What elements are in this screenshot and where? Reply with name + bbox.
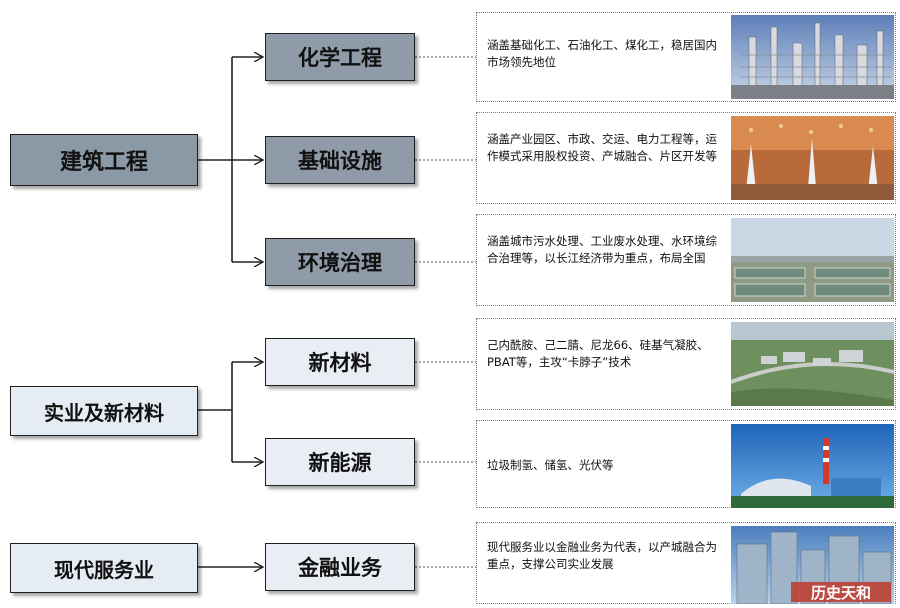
industrial-park-aerial-photo: [731, 322, 894, 406]
subcategory-xincailiao: 新材料: [265, 338, 415, 386]
subcategory-label: 金融业务: [298, 556, 382, 580]
description-text: 涵盖城市污水处理、工业废水处理、水环境综合治理等，以长江经济带为重点，布局全国: [487, 234, 717, 265]
subcategory-huaxue: 化学工程: [265, 33, 415, 81]
water-treatment-photo: [731, 218, 894, 302]
category-jianzhu: 建筑工程: [10, 134, 198, 186]
subcategory-jichu: 基础设施: [265, 136, 415, 184]
description-text: 涵盖基础化工、石油化工、煤化工，稳居国内市场领先地位: [487, 38, 717, 69]
category-shiye: 实业及新材料: [10, 386, 198, 436]
subcategory-label: 新能源: [308, 451, 372, 475]
chemical-plant-photo: [731, 15, 894, 99]
subcategory-label: 新材料: [308, 351, 372, 375]
subcategory-label: 化学工程: [298, 46, 382, 70]
city-photo-sign-text: 历史天和: [811, 584, 871, 602]
subcategory-xinnengyuan: 新能源: [265, 438, 415, 486]
description-text: 己内酰胺、己二腈、尼龙66、硅基气凝胶、PBAT等，主攻“卡脖子”技术: [487, 338, 709, 369]
description-text: 涵盖产业园区、市政、交运、电力工程等，运作模式采用股权投资、产城融合、片区开发等: [487, 132, 717, 163]
category-label: 实业及新材料: [44, 400, 164, 425]
description-text: 垃圾制氢、储氢、光伏等: [487, 458, 614, 472]
subcategory-label: 基础设施: [298, 149, 382, 173]
subcategory-label: 环境治理: [298, 251, 382, 275]
city-buildings-photo: 历史天和: [731, 526, 894, 604]
power-plant-photo: [731, 424, 894, 508]
category-label: 建筑工程: [59, 150, 148, 175]
category-label: 现代服务业: [54, 557, 154, 582]
description-text: 现代服务业以金融业务为代表，以产城融合为重点，支撑公司实业发展: [487, 540, 717, 571]
subcategory-huanjing: 环境治理: [265, 238, 415, 286]
infrastructure-hall-photo: [731, 116, 894, 200]
subcategory-jinrong: 金融业务: [265, 543, 415, 591]
category-xiandai: 现代服务业: [10, 543, 198, 593]
